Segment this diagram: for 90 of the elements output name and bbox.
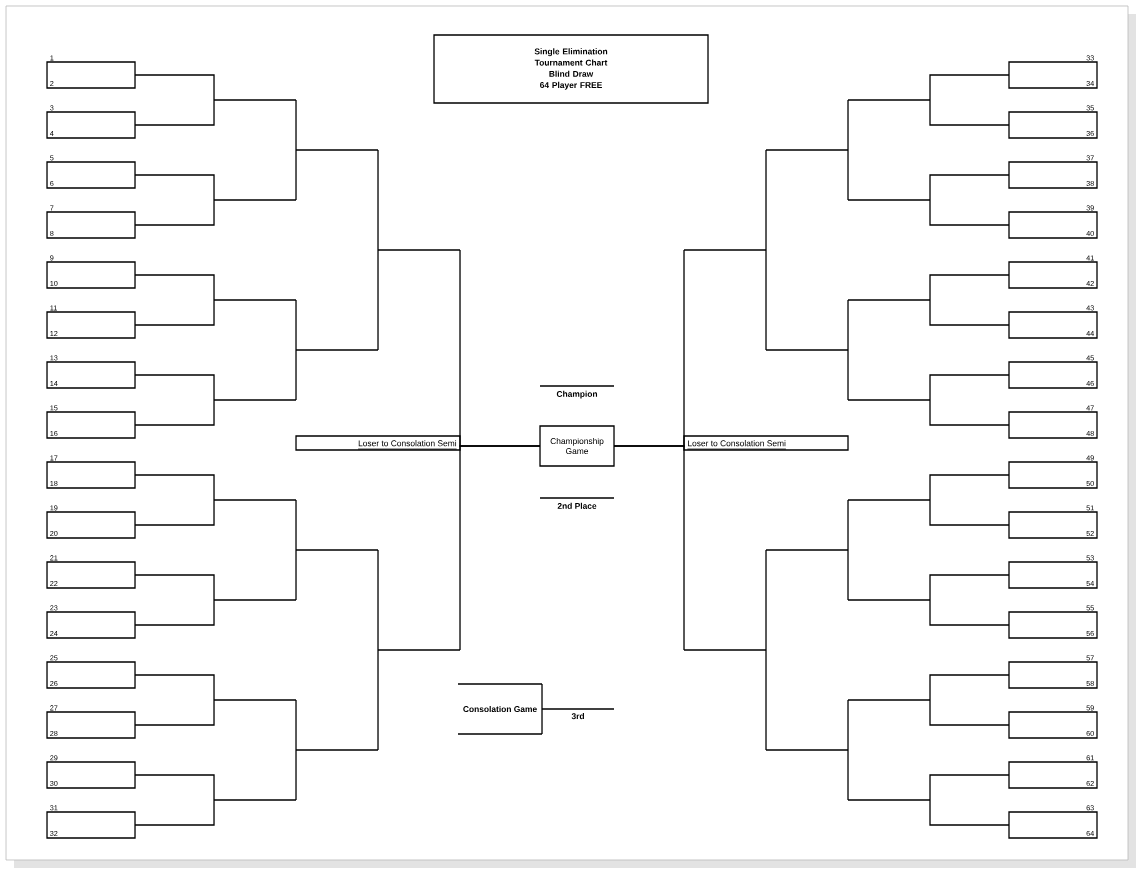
fill-in-line [847, 399, 931, 401]
bracket-line [541, 683, 543, 710]
bracket-line [847, 299, 849, 351]
bracket-line [134, 699, 215, 726]
fill-in-line [847, 599, 931, 601]
fill-in-line [377, 649, 461, 651]
bracket-line [295, 749, 297, 801]
bracket-line [847, 99, 849, 151]
bracket-line [134, 374, 215, 401]
fill-in-line [457, 683, 543, 685]
bracket-line [929, 299, 1010, 326]
bracket-line [929, 799, 1010, 826]
bracket-line [929, 774, 1010, 801]
bracket-line [134, 499, 215, 526]
bracket-line [134, 799, 215, 826]
bracket-line [377, 249, 379, 351]
fill-in-line [213, 199, 297, 201]
bracket-line [929, 599, 1010, 626]
bracket-line [929, 674, 1010, 701]
fill-in-line [457, 733, 543, 735]
fill-in-line [847, 799, 931, 801]
fill-in-line [847, 199, 931, 201]
bracket-line [134, 74, 215, 101]
fill-in-line [213, 299, 297, 301]
bracket-line [295, 499, 297, 551]
bracket-line [929, 199, 1010, 226]
bracket-line [134, 274, 215, 301]
fill-in-line [377, 249, 461, 251]
bracket-line [295, 149, 297, 201]
bracket-line [929, 174, 1010, 201]
fill-in-line [683, 649, 767, 651]
bracket-line [847, 349, 849, 401]
fill-in-line [847, 299, 931, 301]
bracket-line [765, 249, 767, 351]
bracket-line [929, 99, 1010, 126]
bracket-line [295, 99, 297, 151]
bracket-line [765, 649, 767, 751]
fill-in-line [295, 549, 379, 551]
fill-in-line [213, 599, 297, 601]
bracket-line [134, 174, 215, 201]
bracket-line [929, 474, 1010, 501]
bracket-line [134, 674, 215, 701]
fill-in-line [295, 349, 379, 351]
bracket-line [134, 199, 215, 226]
fill-in-line [765, 549, 849, 551]
bracket-line [295, 349, 297, 401]
bracket-line [929, 699, 1010, 726]
bracket-line [134, 399, 215, 426]
bracket-line [377, 549, 379, 651]
bracket-line [377, 149, 379, 251]
fill-in-line [213, 799, 297, 801]
bracket-line [847, 499, 849, 551]
fill-in-line [213, 399, 297, 401]
bracket-line [847, 149, 849, 201]
fill-in-line [847, 499, 931, 501]
bracket-line [295, 549, 297, 601]
bracket-line [134, 474, 215, 501]
bracket-line [929, 499, 1010, 526]
bracket-line [929, 274, 1010, 301]
bracket-line [929, 399, 1010, 426]
bracket-line [765, 549, 767, 651]
bracket-line [295, 299, 297, 351]
bracket-line [377, 649, 379, 751]
fill-in-line [765, 749, 849, 751]
bracket-line [847, 749, 849, 801]
bracket-line [847, 699, 849, 751]
bracket-line [295, 699, 297, 751]
bracket-line [613, 445, 685, 651]
fill-in-line [213, 699, 297, 701]
bracket-line [134, 299, 215, 326]
fill-in-line [765, 349, 849, 351]
fill-in-line [765, 149, 849, 151]
bracket-line [541, 708, 543, 735]
fill-in-line [213, 99, 297, 101]
fill-in-line [213, 499, 297, 501]
bracket-line [929, 74, 1010, 101]
bracket-line [134, 574, 215, 601]
fill-in-line [847, 99, 931, 101]
fill-in-line [683, 249, 767, 251]
bracket-line [929, 574, 1010, 601]
bracket-line [134, 599, 215, 626]
bracket-line [765, 149, 767, 251]
fill-in-line [295, 149, 379, 151]
bracket-line [134, 774, 215, 801]
bracket-line [929, 374, 1010, 401]
bracket-line [847, 549, 849, 601]
bracket-line [459, 445, 541, 651]
fill-in-line [295, 749, 379, 751]
fill-in-line [847, 699, 931, 701]
bracket-line [134, 99, 215, 126]
